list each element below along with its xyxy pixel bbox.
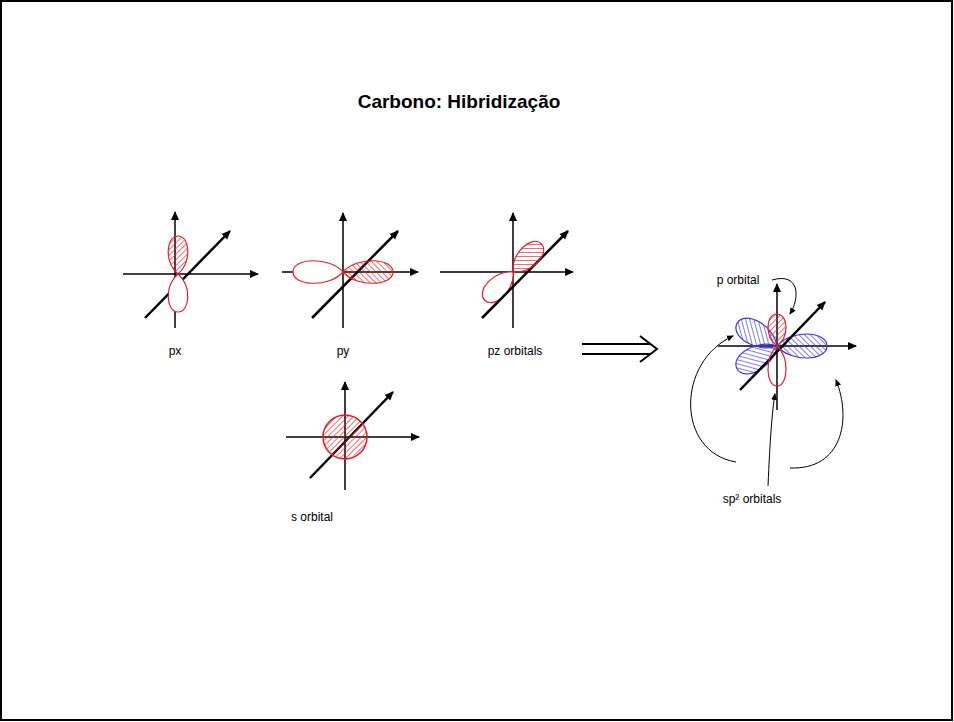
orbital-label: py <box>337 344 350 358</box>
orbital-label: pz orbitals <box>488 344 543 358</box>
orbital-label: sp² orbitals <box>723 492 782 506</box>
slide-title: Carbono: Hibridização <box>358 91 561 113</box>
orbital-label: p orbital <box>717 273 760 287</box>
orbital-label: px <box>169 344 182 358</box>
orbital-label: s orbital <box>291 510 333 524</box>
